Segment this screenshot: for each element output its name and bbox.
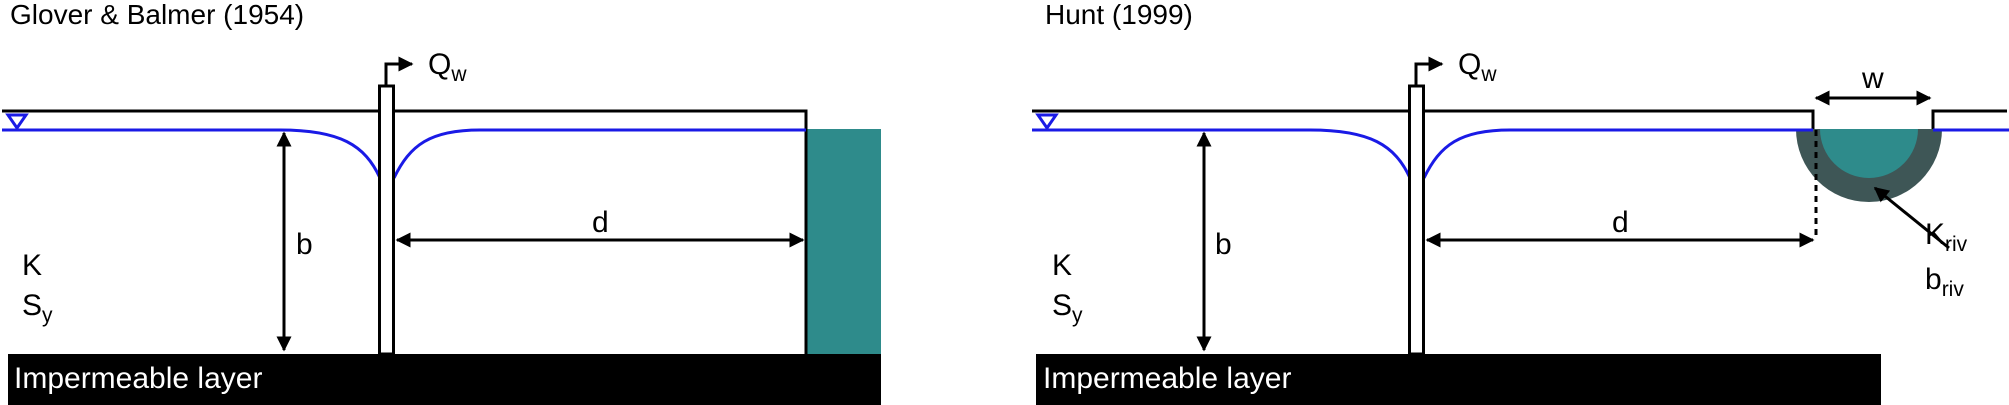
right-riverbed-conductivity: Kriv [1925,218,1968,256]
left-conductivity-label: K [22,249,42,282]
right-pumping-arrow [1414,56,1444,86]
right-river [1820,129,1918,178]
right-well [1408,84,1425,356]
left-panel: Glover & Balmer (1954) Impermeable layer… [2,0,881,405]
left-ground-surface [2,109,808,354]
left-thickness-label: b [296,228,313,261]
right-panel: Hunt (1999) Impermeable layer Qw w b d [1032,0,2009,405]
left-distance-label: d [592,206,609,239]
right-riverbed-thickness: briv [1925,263,1964,301]
right-layer-label: Impermeable layer [1043,362,1291,395]
left-title: Glover & Balmer (1954) [10,0,304,30]
right-width-label: w [1861,62,1884,95]
left-water-table-left [2,128,382,179]
left-river [806,129,881,354]
right-specific-yield: Sy [1052,289,1083,327]
left-pumping-arrow [384,56,414,86]
left-pumping-rate: Qw [428,48,467,86]
right-pumping-rate: Qw [1458,48,1497,86]
left-well [378,84,395,356]
left-layer-label: Impermeable layer [14,362,262,395]
right-title: Hunt (1999) [1045,0,1193,30]
right-water-table-left [1032,128,1412,179]
right-distance-label: d [1612,206,1629,239]
left-water-table-symbol [5,113,29,131]
right-impermeable-layer [1036,354,1881,405]
right-riverbed-pointer [1873,186,1950,250]
right-water-table-symbol [1035,113,1059,131]
right-thickness-label: b [1215,228,1232,261]
left-specific-yield: Sy [22,289,53,327]
right-water-table-middle [1422,128,1813,179]
right-conductivity-label: K [1052,249,1072,282]
left-impermeable-layer [8,354,881,405]
left-water-table-right [392,128,806,179]
right-ground-surface-far [1931,109,2007,129]
right-ground-surface [1032,109,1815,129]
